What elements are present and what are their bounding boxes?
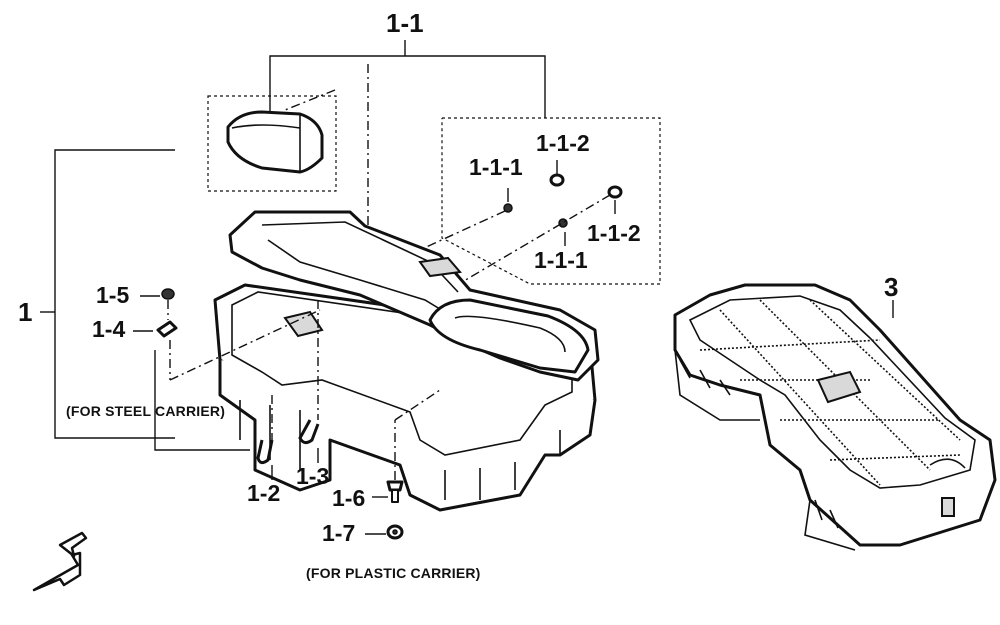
label-1-5: 1-5 [96, 282, 130, 308]
carrier-bag [673, 283, 997, 551]
label-1-1-2-a: 1-1-2 [536, 130, 590, 156]
bolt-and-washer [365, 389, 441, 540]
fastener-box [364, 117, 661, 296]
label-3: 3 [884, 272, 899, 302]
label-1-1-1-b: 1-1-1 [534, 247, 588, 273]
assembly-bracket [54, 149, 175, 439]
kit-bracket [269, 40, 546, 118]
hooks [256, 300, 320, 480]
carrier-box [213, 210, 600, 512]
label-1: 1 [18, 297, 33, 327]
label-1-1-1-a: 1-1-1 [469, 154, 523, 180]
label-1-3: 1-3 [296, 463, 330, 489]
label-1-6: 1-6 [332, 485, 366, 511]
label-1-4: 1-4 [92, 316, 126, 342]
label-1-7: 1-7 [322, 520, 356, 546]
left-leaders [133, 288, 321, 381]
front-direction-arrow-icon [32, 531, 88, 592]
label-1-1: 1-1 [386, 8, 424, 38]
label-1-2: 1-2 [247, 480, 281, 506]
steel-carrier-leader [154, 350, 250, 451]
cushion-pad-box [207, 95, 337, 192]
note-steel-carrier: (FOR STEEL CARRIER) [66, 403, 226, 419]
label-1-1-2-b: 1-1-2 [587, 220, 641, 246]
note-plastic-carrier: (FOR PLASTIC CARRIER) [306, 565, 481, 581]
